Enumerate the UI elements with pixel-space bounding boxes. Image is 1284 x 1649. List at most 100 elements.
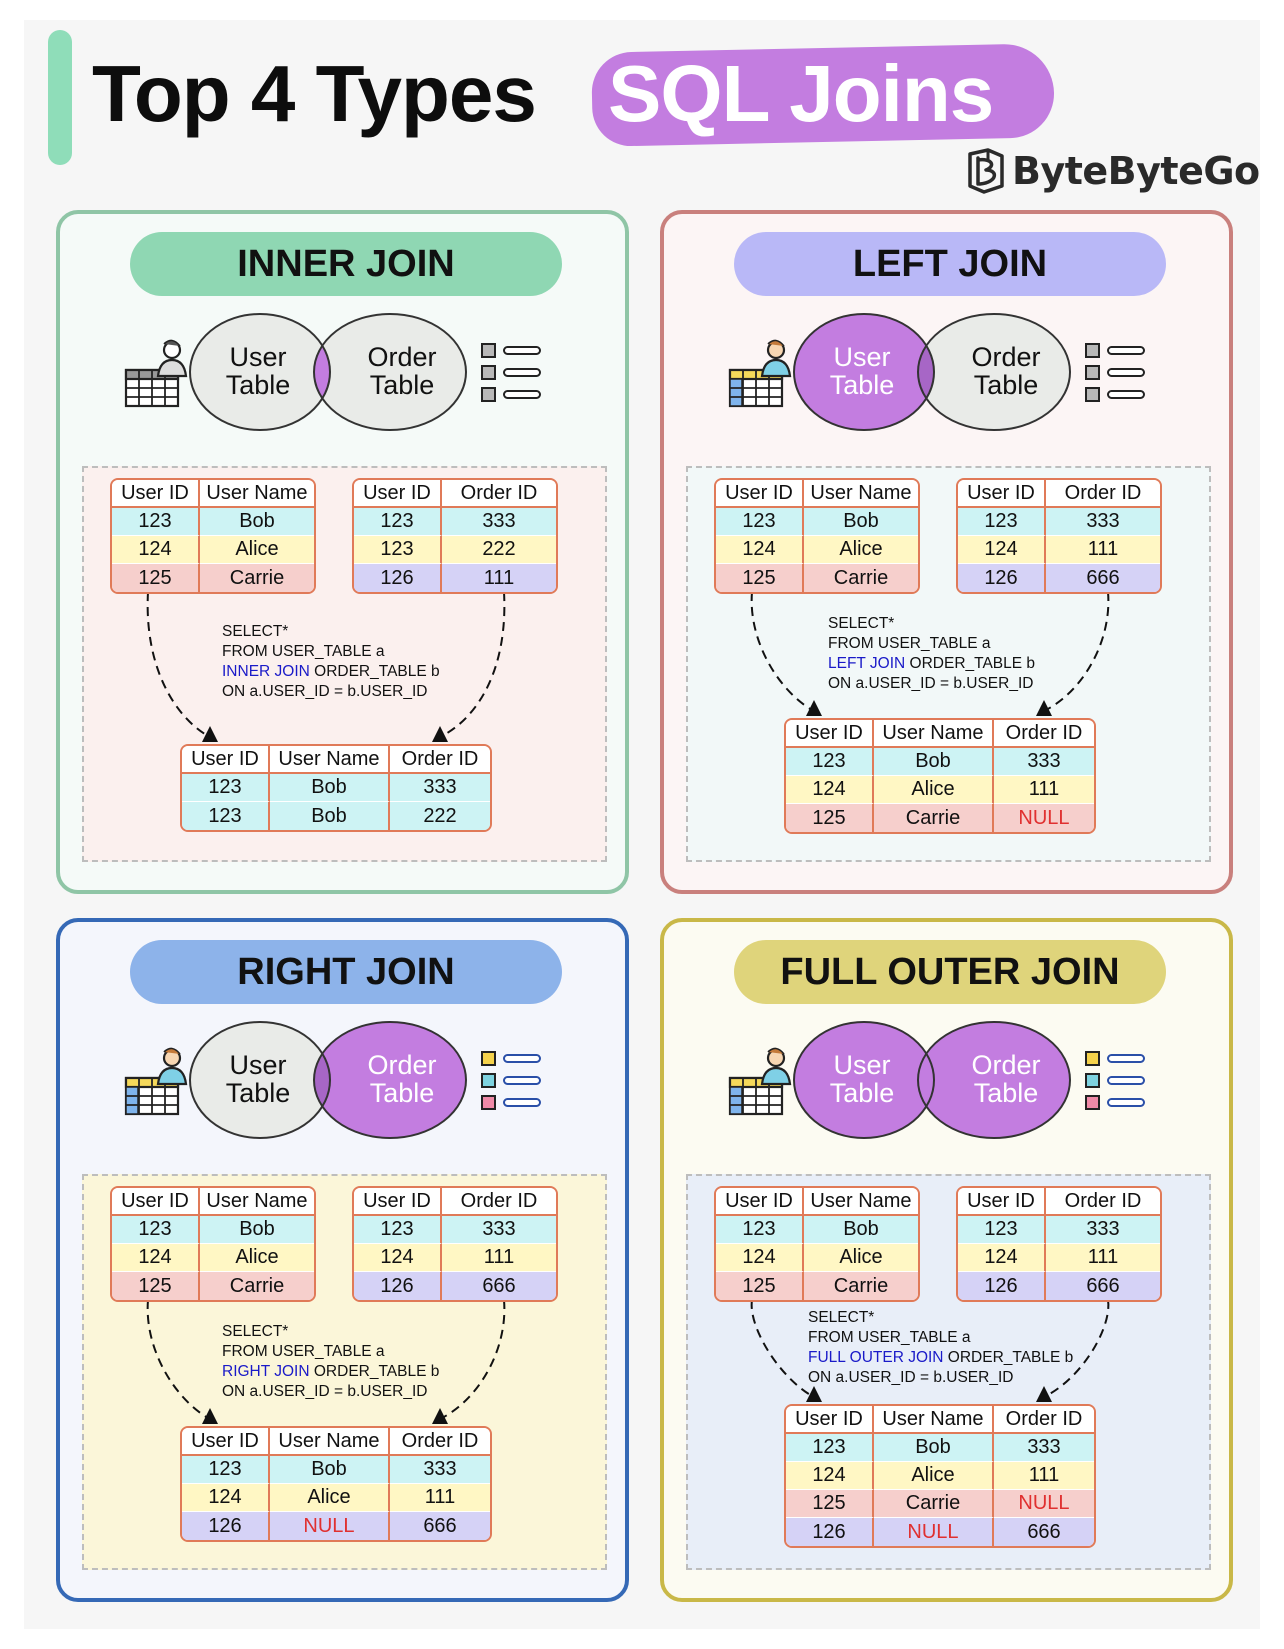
- sql-line: ON a.USER_ID = b.USER_ID: [828, 675, 1034, 692]
- column-header: User Name: [270, 1428, 390, 1456]
- table-cell: 666: [442, 1272, 556, 1300]
- arrowhead-icon: [1036, 700, 1052, 716]
- sql-line: FULL OUTER JOIN ORDER_TABLE b: [808, 1348, 1073, 1368]
- table-cell: 111: [442, 1244, 556, 1272]
- order-list-icon: [1085, 343, 1145, 402]
- title-accent-bar: [48, 30, 72, 165]
- join-title: FULL OUTER JOIN: [734, 940, 1166, 1004]
- table-cell: Bob: [200, 1216, 314, 1244]
- sql-line: SELECT*: [808, 1309, 875, 1326]
- table-cell: 124: [716, 536, 804, 564]
- table-cell: 125: [786, 804, 874, 832]
- sql-line: RIGHT JOIN ORDER_TABLE b: [222, 1362, 439, 1382]
- sql-line: SELECT*: [222, 1323, 289, 1340]
- sql-join-keyword: FULL OUTER JOIN: [808, 1349, 944, 1366]
- table-cell: 123: [958, 508, 1046, 536]
- venn-user-label: User: [833, 1050, 890, 1080]
- table-cell: 124: [786, 776, 874, 804]
- table-cell: 123: [786, 748, 874, 776]
- table-cell: 124: [958, 536, 1046, 564]
- table-cell: 123: [716, 508, 804, 536]
- column-header: User Name: [270, 746, 390, 774]
- table-cell: 222: [442, 536, 556, 564]
- table-cell: Bob: [270, 802, 390, 830]
- table-cell: 126: [182, 1512, 270, 1540]
- column-header: Order ID: [994, 720, 1094, 748]
- table-cell: Alice: [200, 1244, 314, 1272]
- table-cell: 123: [182, 774, 270, 802]
- user-table-icon: [728, 1047, 792, 1116]
- table-cell: 124: [786, 1462, 874, 1490]
- column-header: User ID: [786, 1406, 874, 1434]
- column-header: Order ID: [1046, 1188, 1160, 1216]
- table-cell: 124: [958, 1244, 1046, 1272]
- venn-user-label: Table: [226, 370, 291, 400]
- arrow-from-user-table: [750, 1299, 813, 1397]
- arrow-from-order-table: [441, 1299, 506, 1419]
- page-title: Top 4 Types: [92, 49, 537, 138]
- column-header: User ID: [182, 1428, 270, 1456]
- venn-order-label: Order: [367, 342, 436, 372]
- venn-order-label: Table: [370, 1078, 435, 1108]
- table-cell: 333: [390, 774, 490, 802]
- table-cell: Carrie: [874, 1490, 994, 1518]
- venn-user-label: Table: [830, 370, 895, 400]
- arrow-from-user-table: [750, 591, 813, 711]
- venn-order-label: Table: [974, 370, 1039, 400]
- sql-line: ON a.USER_ID = b.USER_ID: [222, 683, 428, 700]
- column-header: User ID: [716, 1188, 804, 1216]
- venn-user-label: User: [833, 342, 890, 372]
- table-cell: 111: [390, 1484, 490, 1512]
- venn-order-circle: [314, 1022, 466, 1138]
- sql-line: FROM USER_TABLE a: [222, 1343, 385, 1360]
- table-cell: 123: [958, 1216, 1046, 1244]
- table-cell: 124: [112, 1244, 200, 1272]
- table-cell: 333: [994, 748, 1094, 776]
- title-highlight-text: SQL Joins: [608, 49, 994, 138]
- sql-line: LEFT JOIN ORDER_TABLE b: [828, 654, 1035, 674]
- venn-user-circle: [794, 1022, 934, 1138]
- table-cell: Alice: [270, 1484, 390, 1512]
- user-table-icon: [124, 339, 188, 408]
- table-cell: 123: [354, 508, 442, 536]
- table-cell: Carrie: [804, 1272, 918, 1300]
- table-cell: 126: [958, 1272, 1046, 1300]
- join-title: RIGHT JOIN: [130, 940, 562, 1004]
- table-cell: 123: [182, 802, 270, 830]
- venn-order-circle: [918, 1022, 1070, 1138]
- table-cell: 125: [786, 1490, 874, 1518]
- table-cell: 124: [112, 536, 200, 564]
- table-cell: Bob: [270, 774, 390, 802]
- arrow-from-order-table: [1045, 591, 1110, 711]
- table-cell: 125: [716, 564, 804, 592]
